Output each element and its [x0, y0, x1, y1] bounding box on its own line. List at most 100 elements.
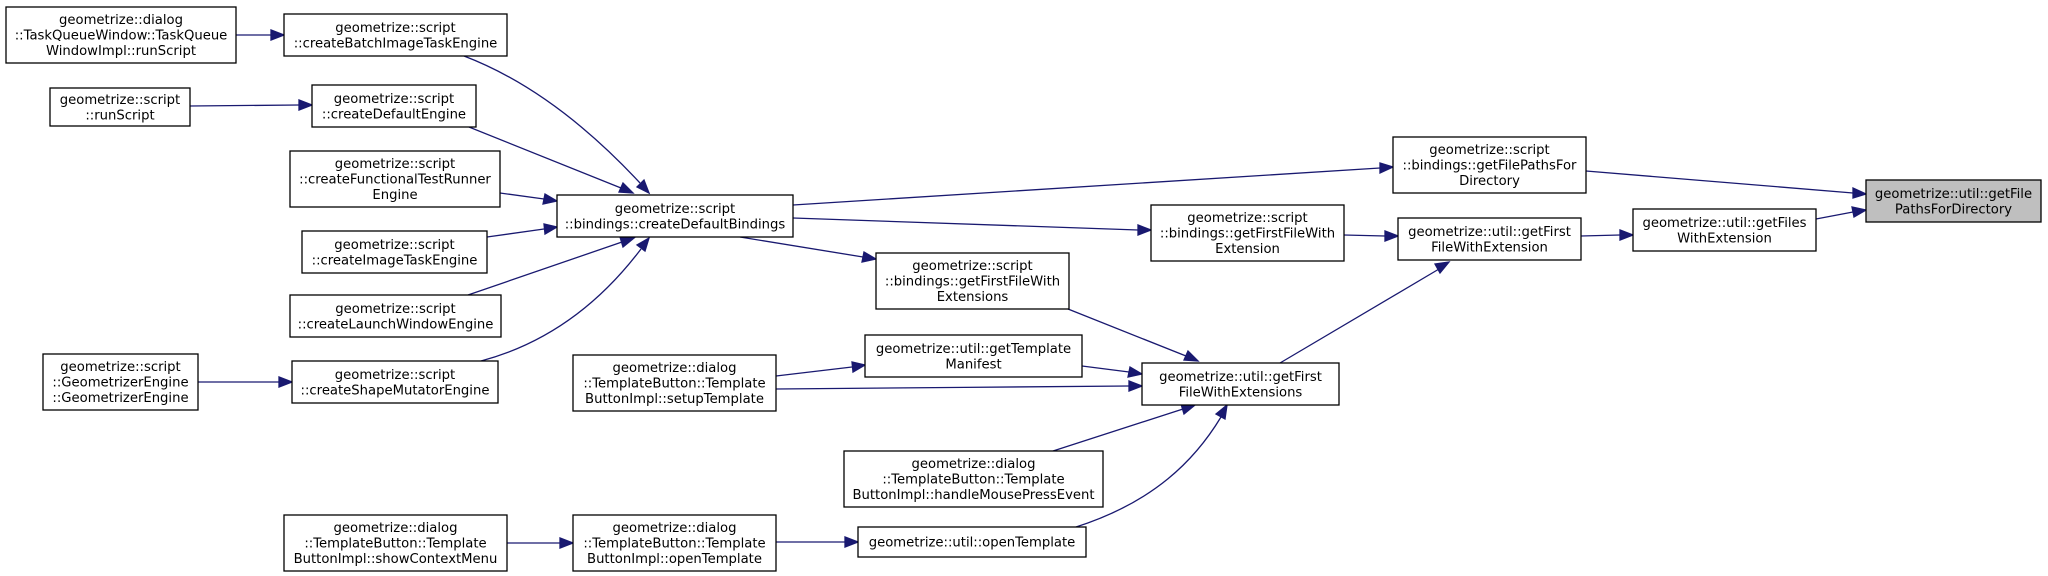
node-bindingsGetFilePathsForDirectory[interactable]: geometrize::script::bindings::getFilePat… [1392, 136, 1587, 194]
node-setupTemplate[interactable]: geometrize::dialog::TemplateButton::Temp… [572, 354, 777, 412]
node-createImageTaskEngine[interactable]: geometrize::script::createImageTaskEngin… [301, 230, 488, 274]
node-getFirstFileWithExtensions[interactable]: geometrize::util::getFirstFileWithExtens… [1141, 362, 1340, 406]
node-label-line: ::bindings::createDefaultBindings [565, 217, 786, 232]
node-label-line: geometrize::script [60, 360, 180, 375]
edge-createLaunchWindowEngine-to-createDefaultBindings [467, 236, 636, 296]
node-label-line: geometrize::script [335, 157, 455, 172]
edge-arrowhead [619, 236, 636, 249]
node-label-line: ::createDefaultEngine [322, 107, 466, 122]
edge-arrowhead [1214, 403, 1228, 421]
node-label-line: ::createBatchImageTaskEngine [294, 36, 498, 51]
node-createDefaultBindings[interactable]: geometrize::script::bindings::createDefa… [556, 194, 794, 238]
node-label-line: ::createFunctionalTestRunner [299, 173, 491, 188]
node-showContextMenu[interactable]: geometrize::dialog::TemplateButton::Temp… [283, 514, 508, 572]
node-label-line: WithExtension [1677, 231, 1772, 246]
edge-createImageTaskEngine-to-createDefaultBindings [486, 223, 559, 238]
node-geometrizerEngine[interactable]: geometrize::script::GeometrizerEngine::G… [42, 353, 199, 411]
node-label-line: geometrize::script [1429, 143, 1549, 158]
edge-getFirstFileWithExtension-to-getFilesWithExtension [1580, 229, 1635, 241]
node-label-line: geometrize::script [334, 238, 454, 253]
node-scriptRunScript[interactable]: geometrize::script::runScript [49, 87, 191, 127]
edge-createDefaultBindings-to-bindingsGetFirstFileWithExtensions [739, 236, 878, 263]
node-bindingsGetFirstFileWithExtensions[interactable]: geometrize::script::bindings::getFirstFi… [875, 252, 1070, 310]
node-box [1392, 136, 1587, 194]
node-label-line: Extensions [937, 290, 1009, 305]
edge-arrowhead [844, 536, 860, 548]
edge-line [1343, 234, 1386, 237]
node-label-line: geometrize::util::getFile [1875, 187, 2032, 202]
edge-createDefaultBindings-to-bindingsGetFilePathsForDirectory [792, 162, 1395, 206]
edge-arrowhead [1619, 229, 1635, 241]
node-bindingsGetFirstFileWithExtension[interactable]: geometrize::script::bindings::getFirstFi… [1150, 204, 1345, 262]
node-implOpenTemplate[interactable]: geometrize::dialog::TemplateButton::Temp… [572, 514, 777, 572]
node-label-line: FileWithExtension [1431, 240, 1548, 255]
edge-bindingsGetFirstFileWithExtensions-to-getFirstFileWithExtensions [1067, 308, 1200, 362]
edge-arrowhead [1851, 206, 1868, 219]
node-box [42, 353, 199, 411]
node-box [49, 87, 191, 127]
node-box [289, 294, 502, 338]
edge-bindingsGetFilePathsForDirectory-to-getFilePathsForDirectory [1585, 170, 1868, 199]
node-createDefaultEngine[interactable]: geometrize::script::createDefaultEngine [311, 84, 477, 128]
node-label-line: geometrize::script [912, 259, 1032, 274]
edge-scriptRunScript-to-createDefaultEngine [189, 99, 314, 111]
node-label-line: geometrize::dialog [334, 521, 458, 536]
edge-arrowhead [298, 99, 314, 111]
node-label-line: ::GeometrizerEngine [52, 376, 188, 391]
edge-getFilesWithExtension-to-getFilePathsForDirectory [1815, 206, 1868, 220]
edge-line [1075, 416, 1222, 528]
edge-line [468, 126, 622, 189]
nodes-layer: geometrize::util::getFilePathsForDirecto… [5, 6, 2042, 572]
node-box [572, 514, 777, 572]
node-getFirstFileWithExtension[interactable]: geometrize::util::getFirstFileWithExtens… [1397, 217, 1582, 261]
node-label-line: geometrize::script [1187, 211, 1307, 226]
edge-line [775, 366, 853, 377]
node-box [857, 526, 1087, 558]
node-label-line: ::TemplateButton::Template [882, 473, 1064, 488]
node-label-line: geometrize::dialog [59, 13, 183, 28]
edge-line [480, 248, 642, 362]
node-label-line: FileWithExtensions [1179, 385, 1303, 400]
node-getFilePathsForDirectory[interactable]: geometrize::util::getFilePathsForDirecto… [1865, 179, 2042, 223]
node-taskQueueRunScript[interactable]: geometrize::dialog::TaskQueueWindow::Tas… [5, 6, 237, 64]
edge-createFunctionalTestRunnerEngine-to-createDefaultBindings [499, 192, 559, 205]
edge-bindingsGetFirstFileWithExtension-to-getFirstFileWithExtension [1343, 230, 1400, 242]
node-label-line: ::bindings::getFirstFileWith [885, 275, 1060, 290]
edge-arrowhead [1127, 365, 1144, 378]
node-box [283, 13, 508, 57]
node-label-line: geometrize::script [335, 302, 455, 317]
edge-setupTemplate-to-getFirstFileWithExtensions [775, 380, 1144, 392]
node-label-line: geometrize::dialog [613, 361, 737, 376]
edge-arrowhead [1384, 230, 1400, 242]
node-label-line: Manifest [945, 357, 1001, 372]
edge-line [189, 104, 300, 107]
node-box [311, 84, 477, 128]
edge-line [775, 385, 1130, 390]
edge-createDefaultBindings-to-bindingsGetFirstFileWithExtension [792, 217, 1153, 236]
node-createBatchImageTaskEngine[interactable]: geometrize::script::createBatchImageTask… [283, 13, 508, 57]
node-handleMousePressEvent[interactable]: geometrize::dialog::TemplateButton::Temp… [843, 450, 1104, 508]
node-label-line: geometrize::script [335, 21, 455, 36]
edge-createDefaultEngine-to-createDefaultBindings [468, 126, 635, 194]
node-createShapeMutatorEngine[interactable]: geometrize::script::createShapeMutatorEn… [291, 360, 499, 404]
edge-arrowhead [1433, 261, 1451, 275]
node-createFunctionalTestRunnerEngine[interactable]: geometrize::script::createFunctionalTest… [289, 150, 501, 208]
node-label-line: geometrize::util::openTemplate [869, 536, 1076, 551]
node-label-line: ::TemplateButton::Template [583, 377, 765, 392]
edge-handleMousePressEvent-to-getFirstFileWithExtensions [1052, 403, 1197, 452]
node-box [1150, 204, 1345, 262]
edge-line [1580, 234, 1621, 237]
edge-line [467, 241, 623, 296]
edge-line [739, 236, 864, 258]
edge-geometrizerEngine-to-createShapeMutatorEngine [198, 376, 294, 388]
node-box [875, 252, 1070, 310]
edge-line [1067, 308, 1187, 357]
node-box [1141, 362, 1340, 406]
node-utilOpenTemplate[interactable]: geometrize::util::openTemplate [857, 526, 1087, 558]
node-label-line: ::GeometrizerEngine [52, 391, 188, 406]
edge-utilOpenTemplate-to-getFirstFileWithExtensions [1075, 403, 1228, 528]
node-createLaunchWindowEngine[interactable]: geometrize::script::createLaunchWindowEn… [289, 294, 502, 338]
node-label-line: geometrize::dialog [912, 457, 1036, 472]
